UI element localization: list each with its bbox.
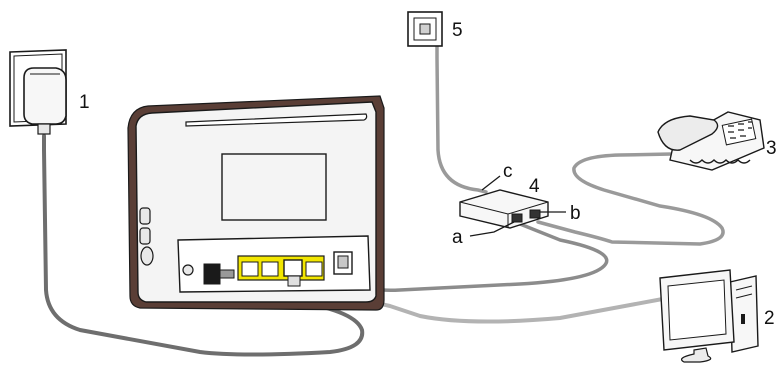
phone-jack: 5 [408, 12, 463, 46]
callout-1: 1 [79, 92, 90, 113]
power-adapter: 1 [10, 50, 90, 134]
power-button [183, 265, 193, 275]
telephone-cable [538, 154, 723, 244]
router [128, 96, 384, 310]
adapter-body [24, 68, 66, 124]
computer: 2 [660, 270, 775, 362]
lan-port-1 [242, 262, 258, 276]
router-label-recess [222, 154, 326, 220]
splitter-phone-port [530, 210, 540, 218]
phone-line-cable [437, 42, 486, 192]
callout-c: c [503, 161, 513, 182]
splitter: c 4 b a [452, 161, 581, 248]
monitor-stand [682, 348, 711, 362]
monitor-screen [668, 280, 726, 340]
callout-5: 5 [452, 20, 463, 41]
power-port [204, 264, 220, 284]
lan-port-4 [306, 262, 322, 276]
lan-port-3 [284, 260, 302, 276]
callout-a: a [452, 227, 463, 248]
callout-b: b [570, 203, 581, 224]
lan-port-2 [262, 262, 278, 276]
callout-4: 4 [529, 176, 540, 197]
callout-2: 2 [764, 308, 775, 329]
side-button [141, 247, 153, 265]
splitter-modem-port [512, 214, 522, 222]
dsl-cable [346, 224, 607, 290]
leader-c [482, 176, 500, 190]
telephone: 3 [658, 112, 777, 170]
callout-3: 3 [766, 138, 777, 159]
